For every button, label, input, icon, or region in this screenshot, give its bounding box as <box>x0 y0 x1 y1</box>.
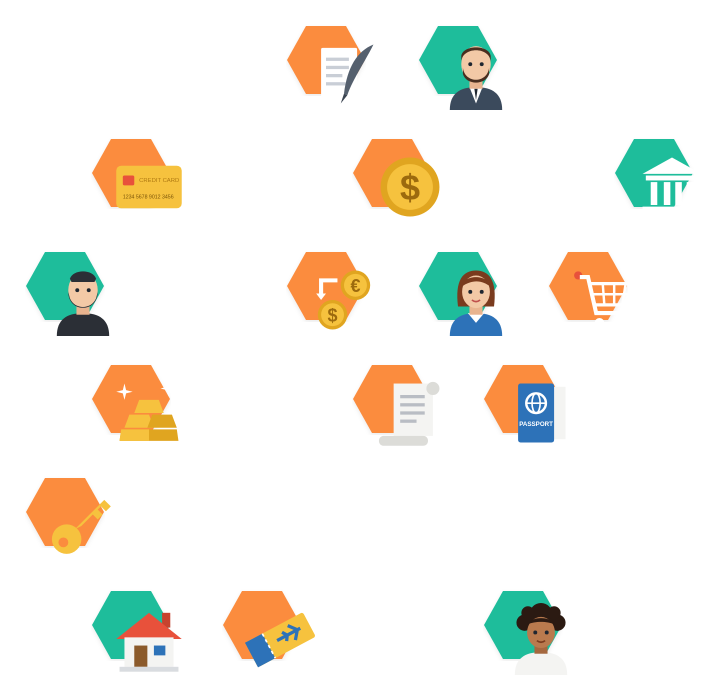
tile-bank[interactable] <box>614 137 702 214</box>
tile-house[interactable] <box>91 589 182 672</box>
credit-card-icon: CREDIT CARD 1234 5678 9012 3456 <box>116 165 182 209</box>
shopping-cart-icon <box>574 271 638 328</box>
paper-scroll-icon <box>378 381 440 446</box>
passport-label: PASSPORT <box>519 421 553 428</box>
card-number: 1234 5678 9012 3456 <box>123 194 174 200</box>
tile-dollar-coin[interactable]: $ <box>352 137 440 217</box>
tile-curly-hair-woman[interactable] <box>483 589 568 675</box>
svg-text:€: € <box>350 276 360 296</box>
house-icon <box>116 612 182 672</box>
currency-exchange-icon: € $ <box>316 270 372 330</box>
hex-background <box>92 365 170 433</box>
businessman-icon <box>449 46 503 110</box>
card-label: CREDIT CARD <box>139 178 179 184</box>
woman-avatar-icon <box>449 270 503 336</box>
passport-icon: PASSPORT <box>518 383 566 443</box>
tile-woman[interactable] <box>418 250 503 336</box>
tile-businessman[interactable] <box>418 24 503 110</box>
tile-bearded-man[interactable] <box>25 250 110 336</box>
tile-document-quill[interactable] <box>286 24 374 104</box>
plane-ticket-icon <box>244 612 315 668</box>
tile-key[interactable] <box>25 476 111 554</box>
tile-currency-exchange[interactable]: € $ <box>286 250 372 330</box>
svg-text:$: $ <box>400 167 420 208</box>
dollar-coin-icon: $ <box>380 157 440 217</box>
tile-credit-card[interactable]: CREDIT CARD 1234 5678 9012 3456 <box>91 137 182 209</box>
hex-background <box>287 252 365 320</box>
curly-hair-woman-icon <box>514 603 568 675</box>
gold-bars-icon <box>116 380 179 441</box>
tile-gold-bars[interactable] <box>91 363 179 441</box>
document-quill-icon <box>321 44 374 104</box>
key-icon <box>51 499 111 554</box>
tile-plane-ticket[interactable] <box>222 589 315 668</box>
hex-background <box>26 478 104 546</box>
bearded-man-icon <box>56 271 110 336</box>
tile-shopping-cart[interactable] <box>548 250 638 328</box>
tile-passport[interactable]: PASSPORT <box>483 363 566 443</box>
bank-icon <box>642 157 702 214</box>
svg-text:$: $ <box>328 305 338 325</box>
tile-paper-scroll[interactable] <box>352 363 440 446</box>
